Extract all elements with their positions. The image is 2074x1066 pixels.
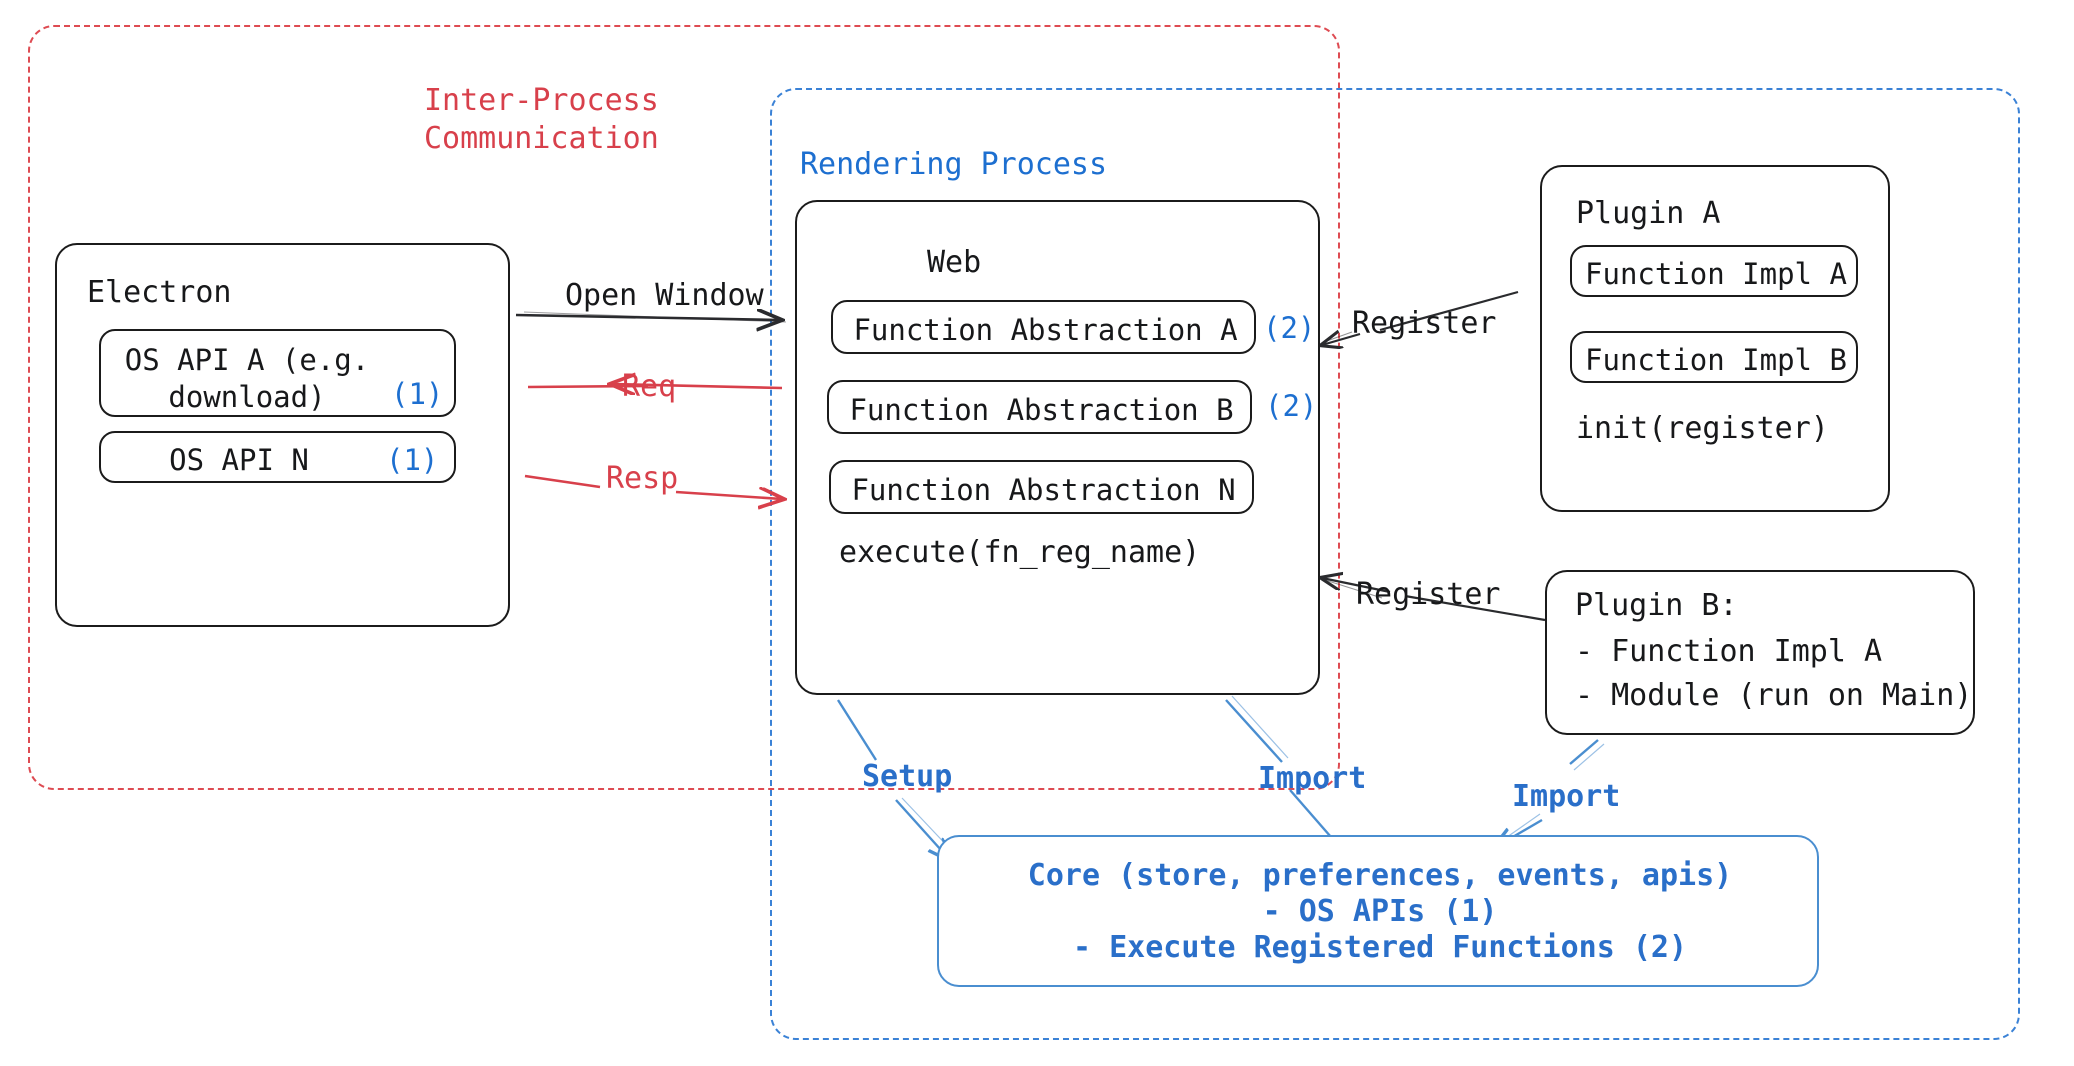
edge-resp-label: Resp	[606, 461, 679, 496]
edge-req-label: Req	[622, 369, 677, 404]
function-abstraction-b-box: Function Abstraction B	[827, 380, 1252, 434]
function-impl-a-label: Function Impl A	[1585, 257, 1847, 291]
os-api-n-tag: (1)	[386, 443, 439, 477]
plugin-b-title: Plugin B:	[1575, 588, 1738, 623]
core-line-3: - Execute Registered Functions (2)	[1072, 930, 1688, 965]
edge-open-window-label: Open Window	[565, 278, 764, 313]
web-execute-label: execute(fn_reg_name)	[839, 535, 1201, 570]
edge-register-a-label: Register	[1352, 306, 1497, 341]
function-abstraction-a-label: Function Abstraction A	[853, 313, 1238, 347]
os-api-n-box: OS API N (1)	[99, 431, 456, 483]
function-abstraction-b-label: Function Abstraction B	[849, 393, 1234, 427]
rendering-process-boundary	[770, 88, 2020, 1040]
edge-import-plugin-label: Import	[1512, 779, 1621, 814]
plugin-a-init-label: init(register)	[1576, 411, 1829, 446]
function-abstraction-n-label: Function Abstraction N	[851, 473, 1236, 507]
function-abstraction-n-box: Function Abstraction N	[829, 460, 1254, 514]
plugin-a-title: Plugin A	[1576, 196, 1721, 231]
edge-setup-label: Setup	[862, 759, 953, 794]
rendering-process-title: Rendering Process	[800, 147, 1108, 182]
function-impl-b-box: Function Impl B	[1570, 331, 1858, 383]
os-api-a-label: OS API A (e.g. download)	[124, 343, 370, 415]
plugin-b-item-0: - Function Impl A	[1575, 634, 1883, 669]
core-line-2: - OS APIs (1)	[1262, 894, 1498, 929]
ipc-title: Inter-Process Communication	[424, 83, 659, 157]
core-box: Core (store, preferences, events, apis) …	[937, 835, 1819, 987]
edge-import-web-label: Import	[1258, 761, 1367, 796]
ipc-boundary	[28, 25, 1340, 790]
core-line-1: Core (store, preferences, events, apis)	[1027, 858, 1733, 893]
plugin-b-box: Plugin B: - Function Impl A - Module (ru…	[1545, 570, 1975, 735]
web-title: Web	[927, 245, 982, 280]
edge-register-b-label: Register	[1356, 577, 1501, 612]
web-box: Web Function Abstraction A (2) Function …	[795, 200, 1320, 695]
function-abstraction-b-tag: (2)	[1265, 389, 1318, 423]
plugin-b-item-1: - Module (run on Main)	[1575, 678, 1973, 713]
function-abstraction-a-tag: (2)	[1263, 311, 1316, 345]
os-api-a-box: OS API A (e.g. download) (1)	[99, 329, 456, 417]
electron-title: Electron	[87, 275, 232, 310]
function-impl-a-box: Function Impl A	[1570, 245, 1858, 297]
electron-box: Electron OS API A (e.g. download) (1) OS…	[55, 243, 510, 627]
plugin-a-box: Plugin A Function Impl A Function Impl B…	[1540, 165, 1890, 512]
function-abstraction-a-box: Function Abstraction A	[831, 300, 1256, 354]
os-api-a-tag: (1)	[391, 377, 444, 411]
os-api-n-label: OS API N	[169, 443, 309, 477]
function-impl-b-label: Function Impl B	[1585, 343, 1847, 377]
